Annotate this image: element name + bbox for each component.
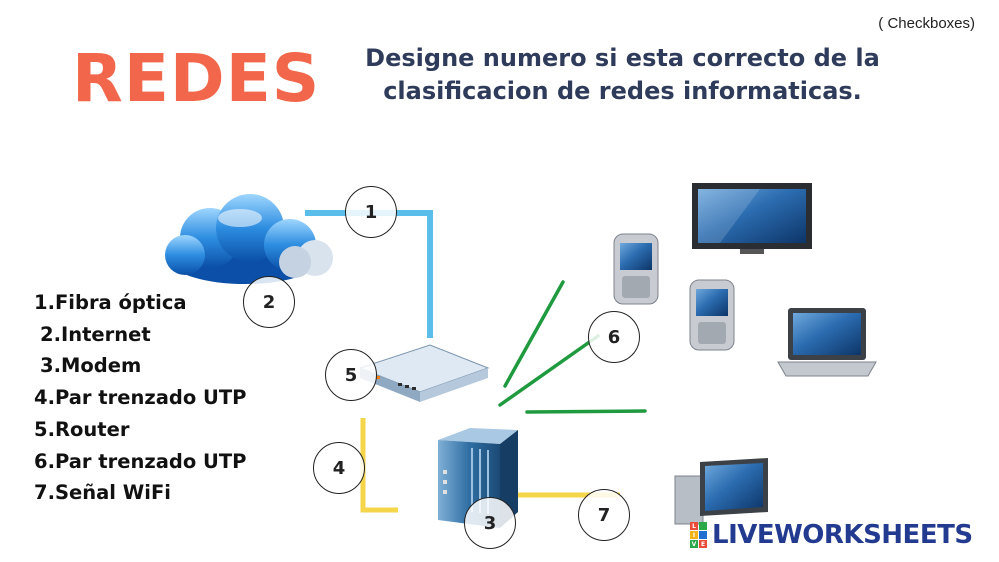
brand-logo-icon: L I V E	[690, 522, 707, 548]
marker-6[interactable]: 6	[588, 311, 640, 363]
router-icon	[358, 344, 490, 402]
monitor-icon	[692, 183, 812, 254]
brand-watermark: L I V E LIVEWORKSHEETS	[690, 520, 973, 550]
marker-2[interactable]: 2	[243, 276, 295, 328]
marker-1[interactable]: 1	[345, 186, 397, 238]
page-title: REDES	[72, 40, 321, 117]
wifi-signal-lines	[498, 280, 647, 414]
marker-5[interactable]: 5	[325, 349, 377, 401]
legend-item-6: 6.Par trenzado UTP	[34, 449, 247, 473]
legend-item-4: 4.Par trenzado UTP	[34, 386, 247, 410]
legend-list: 1.Fibra óptica 2.Internet 3.Modem 4.Par …	[34, 287, 246, 509]
phone-icon	[613, 233, 659, 305]
logo-letter-l: L	[690, 522, 698, 530]
brand-text: LIVEWORKSHEETS	[712, 520, 973, 550]
instructions-line-2: clasificacion de redes informaticas.	[383, 77, 862, 105]
legend-item-5: 5.Router	[34, 417, 130, 441]
instructions-line-1: Designe numero si esta correcto de la	[365, 44, 880, 72]
phone-icon	[689, 279, 735, 351]
legend-item-3: 3.Modem	[40, 354, 142, 378]
marker-3[interactable]: 3	[464, 497, 516, 549]
legend-item-1: 1.Fibra óptica	[34, 291, 187, 314]
logo-letter-v: V	[690, 540, 698, 548]
legend-item-7: 7.Señal WiFi	[34, 481, 171, 505]
logo-letter-e: E	[699, 540, 707, 548]
cloud-icon	[165, 194, 333, 284]
mode-label: ( Checkboxes)	[878, 15, 975, 32]
marker-7[interactable]: 7	[578, 489, 630, 541]
marker-4[interactable]: 4	[313, 442, 365, 494]
instructions: Designe numero si esta correcto de la cl…	[360, 42, 885, 108]
logo-letter-i: I	[690, 531, 698, 539]
legend-item-2: 2.Internet	[40, 322, 151, 346]
laptop-icon	[777, 308, 877, 377]
desktop-computer-icon	[674, 458, 768, 525]
